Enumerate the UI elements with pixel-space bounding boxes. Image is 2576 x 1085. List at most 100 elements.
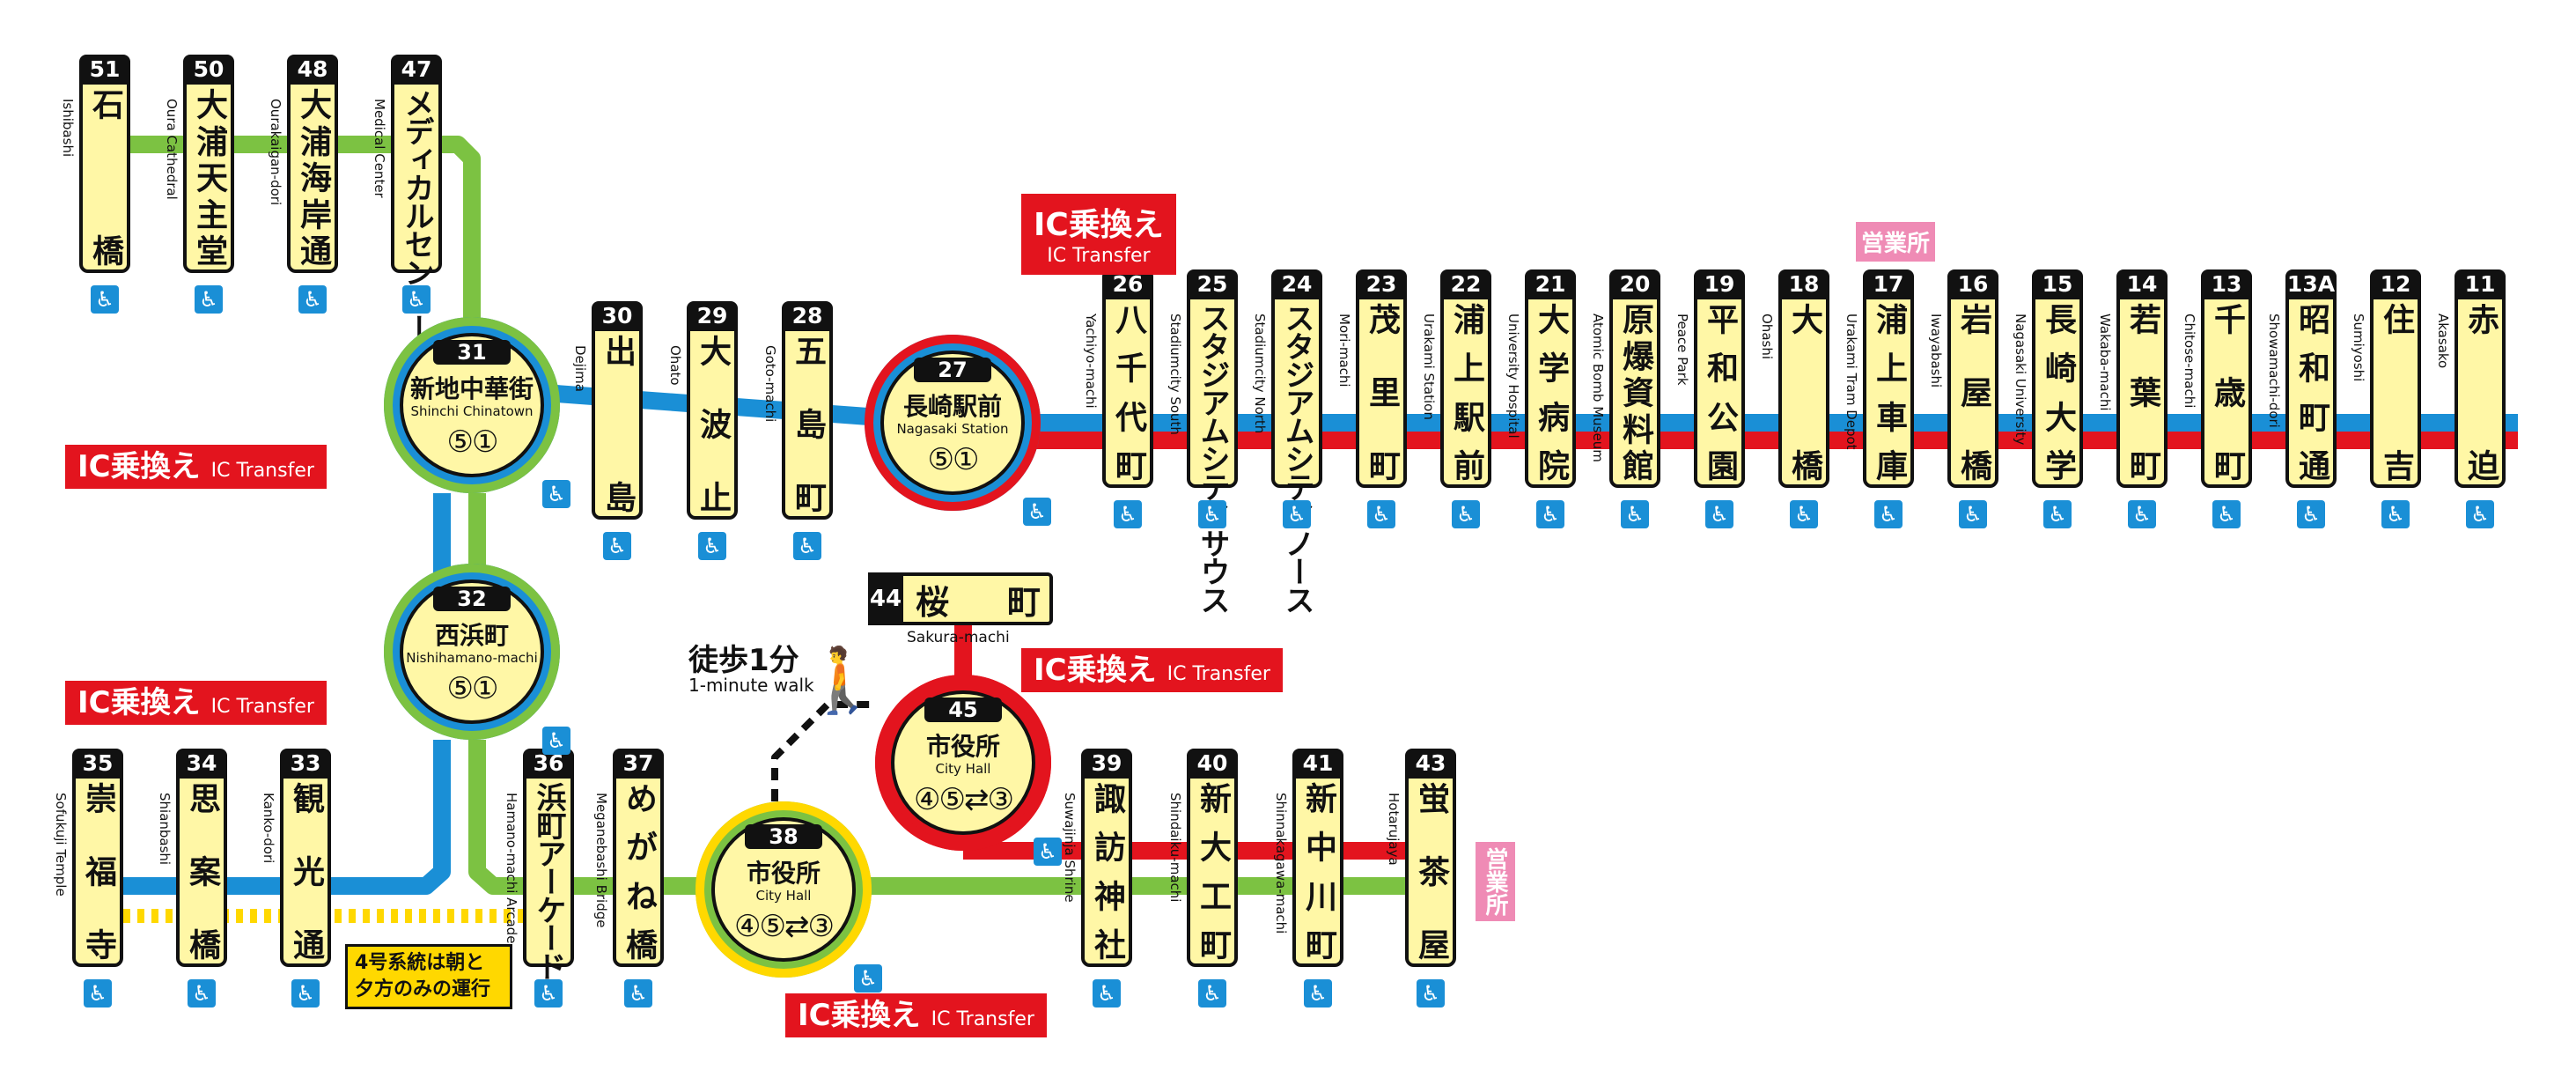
- station-number: 28: [782, 301, 833, 331]
- station-name-jp: 大橋: [1786, 303, 1822, 481]
- station-name-jp: 原爆資料館: [1617, 303, 1653, 481]
- wheelchair-icon: ♿: [603, 532, 631, 560]
- wheelchair-icon: ♿: [1114, 500, 1142, 528]
- tram-route-icons: ⑤①: [446, 424, 499, 460]
- tram-route-icons: ⑤①: [446, 671, 499, 706]
- walk-label-en: 1-minute walk: [688, 675, 814, 696]
- station-44-name-en: Sakura-machi: [907, 629, 1010, 646]
- station-name-en: Goto-machi: [762, 345, 778, 423]
- station-name-jp: 桜町: [916, 576, 1041, 622]
- sakura-char-1: 桜: [916, 582, 950, 622]
- station-number: 18: [1778, 269, 1829, 299]
- station-name-jp: 若葉町: [2124, 303, 2160, 481]
- station-44-sakura-machi[interactable]: 44 桜町: [868, 572, 1053, 625]
- station-number: 35: [72, 749, 123, 779]
- station-number: 32: [433, 587, 511, 611]
- wheelchair-icon: ♿: [2043, 500, 2072, 528]
- station-name-en: Akasako: [2435, 314, 2451, 369]
- station-name-en: City Hall: [755, 888, 812, 904]
- station-name-jp: 長崎駅前: [902, 392, 1002, 421]
- station-name-jp: 浦上車庫: [1871, 303, 1907, 481]
- wheelchair-icon: ♿: [2297, 500, 2325, 528]
- station-name-en: Stadiumcity North: [1252, 314, 1268, 434]
- station-name-en: Stadiumcity South: [1167, 314, 1183, 435]
- wheelchair-icon: ♿: [1283, 500, 1311, 528]
- station-23[interactable]: 23 茂里町: [1356, 269, 1407, 488]
- wheelchair-icon: ♿: [84, 979, 112, 1008]
- station-number: 12: [2370, 269, 2421, 299]
- wheelchair-icon: ♿: [534, 979, 563, 1008]
- station-name-jp: 大学病院: [1533, 303, 1569, 481]
- wheelchair-icon: ♿: [2128, 500, 2156, 528]
- station-number: 23: [1356, 269, 1407, 299]
- station-name-jp: 浜町アーケード: [531, 782, 566, 979]
- wheelchair-icon: ♿: [1959, 500, 1987, 528]
- station-number: 13A: [2285, 269, 2337, 299]
- station-name-jp: 大波止: [695, 335, 731, 513]
- station-15[interactable]: 15 長崎大学: [2032, 269, 2083, 488]
- station-47[interactable]: 47メディカルセンター: [391, 55, 442, 342]
- route-4-service-note: 4号系統は朝と夕方のみの運行: [345, 944, 512, 1009]
- station-number: 47: [391, 55, 442, 85]
- wheelchair-icon: ♿: [1304, 979, 1332, 1008]
- station-name-jp: 茂里町: [1364, 303, 1400, 481]
- station-number: 48: [287, 55, 338, 85]
- station-name-en: Wakaba-machi: [2097, 314, 2113, 411]
- wheelchair-icon: ♿: [1790, 500, 1818, 528]
- wheelchair-icon: ♿: [2381, 500, 2410, 528]
- station-name-jp: 思案橋: [184, 782, 220, 960]
- station-name-en: Ishibashi: [60, 99, 76, 158]
- station-number: 15: [2032, 269, 2083, 299]
- station-25[interactable]: 25スタジアムシティサウス: [1187, 269, 1238, 613]
- station-number: 41: [1292, 749, 1343, 779]
- station-24[interactable]: 24スタジアムシティノース: [1271, 269, 1322, 613]
- station-name-jp: 新大工町: [1195, 782, 1231, 960]
- station-name-jp: 大浦天主堂: [191, 88, 227, 266]
- station-name-jp: 石橋: [87, 88, 123, 266]
- station-name-en: Ohato: [667, 345, 683, 386]
- station-name-jp: 長崎大学: [2040, 303, 2076, 481]
- station-name-en: Nagasaki Station: [896, 421, 1009, 437]
- station-name-en: Atomic Bomb Museum: [1590, 314, 1606, 462]
- wheelchair-icon: ♿: [1034, 838, 1062, 866]
- station-18[interactable]: 18 大橋: [1778, 269, 1829, 488]
- station-number: 50: [183, 55, 234, 85]
- station-name-en: Shinchi Chinatown: [410, 403, 534, 419]
- station-number: 34: [176, 749, 227, 779]
- station-number: 33: [280, 749, 331, 779]
- wheelchair-icon: ♿: [2212, 500, 2241, 528]
